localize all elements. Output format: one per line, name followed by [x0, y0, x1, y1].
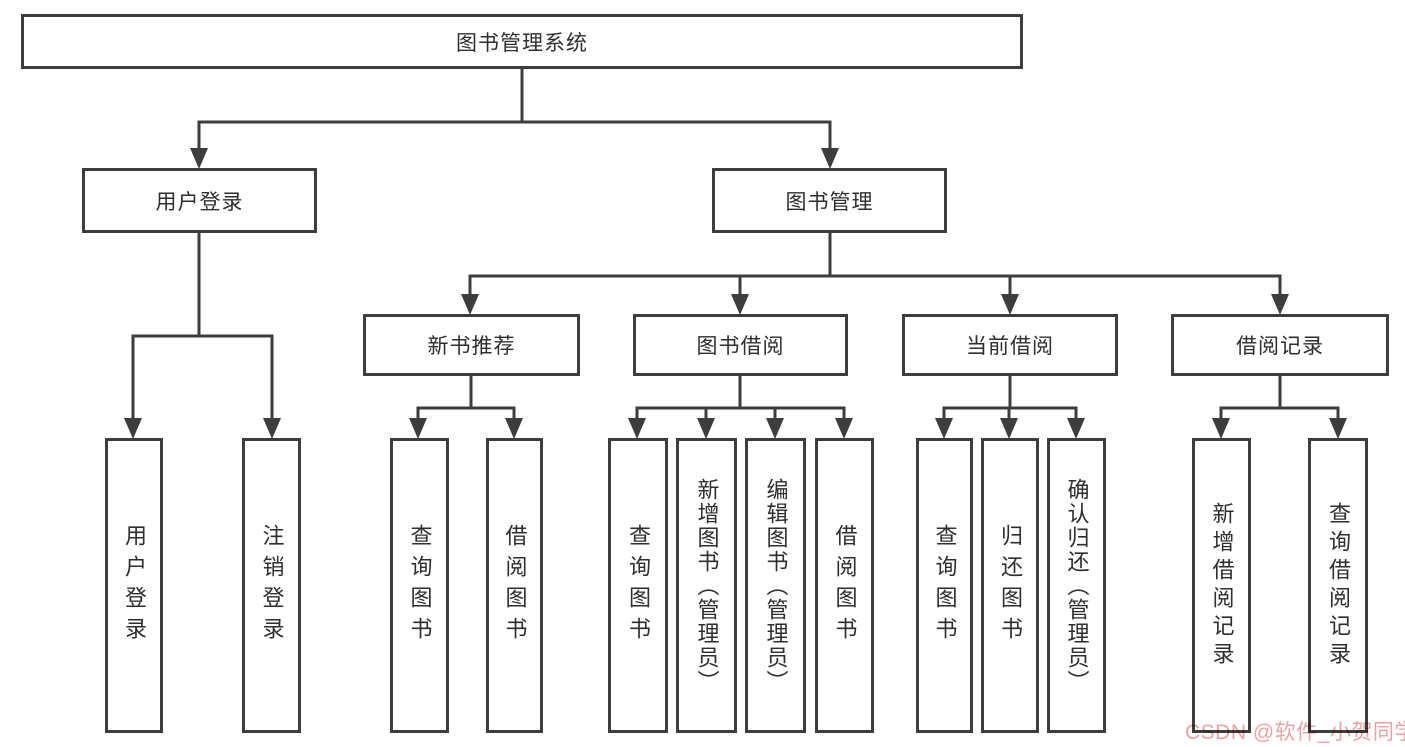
node-leaf-borrow-books: 借阅图书	[815, 438, 874, 733]
node-label: 新增图书（管理员）	[694, 477, 720, 694]
node-current-borrowing: 当前借阅	[902, 314, 1118, 376]
node-label: 当前借阅	[966, 335, 1054, 358]
node-label: 新书推荐	[427, 335, 516, 358]
node-label: 查询图书	[626, 523, 651, 648]
node-leaf-add-books-admin: 新增图书（管理员）	[676, 438, 737, 733]
csdn-watermark: CSDN @软件_小贺同学	[1185, 721, 1405, 744]
node-label: 查询图书	[932, 523, 958, 648]
node-label: 查询借阅记录	[1326, 501, 1351, 670]
node-label: 用户登录	[155, 190, 244, 214]
node-label: 新增借阅记录	[1209, 501, 1235, 670]
node-library-management-system: 图书管理系统	[21, 14, 1023, 69]
node-label: 借阅图书	[502, 523, 528, 648]
node-book-borrowing: 图书借阅	[633, 314, 848, 376]
node-leaf-add-borrow-record: 新增借阅记录	[1192, 438, 1251, 733]
node-leaf-borrow-books-recommend: 借阅图书	[486, 438, 543, 733]
node-label: 确认归还（管理员）	[1064, 477, 1090, 694]
node-label: 借阅记录	[1236, 335, 1324, 358]
node-book-management: 图书管理	[712, 168, 947, 233]
node-label: 图书管理系统	[456, 31, 588, 55]
node-leaf-query-borrow-record: 查询借阅记录	[1308, 438, 1368, 733]
node-leaf-user-login: 用户登录	[105, 438, 163, 733]
node-new-book-recommendation: 新书推荐	[363, 314, 580, 376]
node-borrowing-records: 借阅记录	[1171, 314, 1389, 376]
node-label: 归还图书	[998, 523, 1023, 648]
node-label: 编辑图书（管理员）	[763, 477, 789, 694]
node-label: 图书管理	[785, 190, 874, 214]
node-user-login: 用户登录	[82, 168, 317, 233]
node-leaf-confirm-return-admin: 确认归还（管理员）	[1047, 438, 1106, 733]
node-label: 查询图书	[407, 523, 433, 648]
node-leaf-query-books-current: 查询图书	[916, 438, 973, 733]
node-label: 借阅图书	[832, 523, 858, 648]
node-leaf-edit-books-admin: 编辑图书（管理员）	[745, 438, 806, 733]
node-leaf-query-books-recommend: 查询图书	[390, 438, 449, 733]
node-label: 用户登录	[122, 523, 147, 648]
node-leaf-query-books-borrowing: 查询图书	[608, 438, 668, 733]
node-leaf-return-books: 归还图书	[981, 438, 1039, 733]
node-label: 图书借阅	[696, 335, 785, 358]
node-label: 注销登录	[259, 523, 285, 648]
node-leaf-logout: 注销登录	[242, 438, 301, 733]
